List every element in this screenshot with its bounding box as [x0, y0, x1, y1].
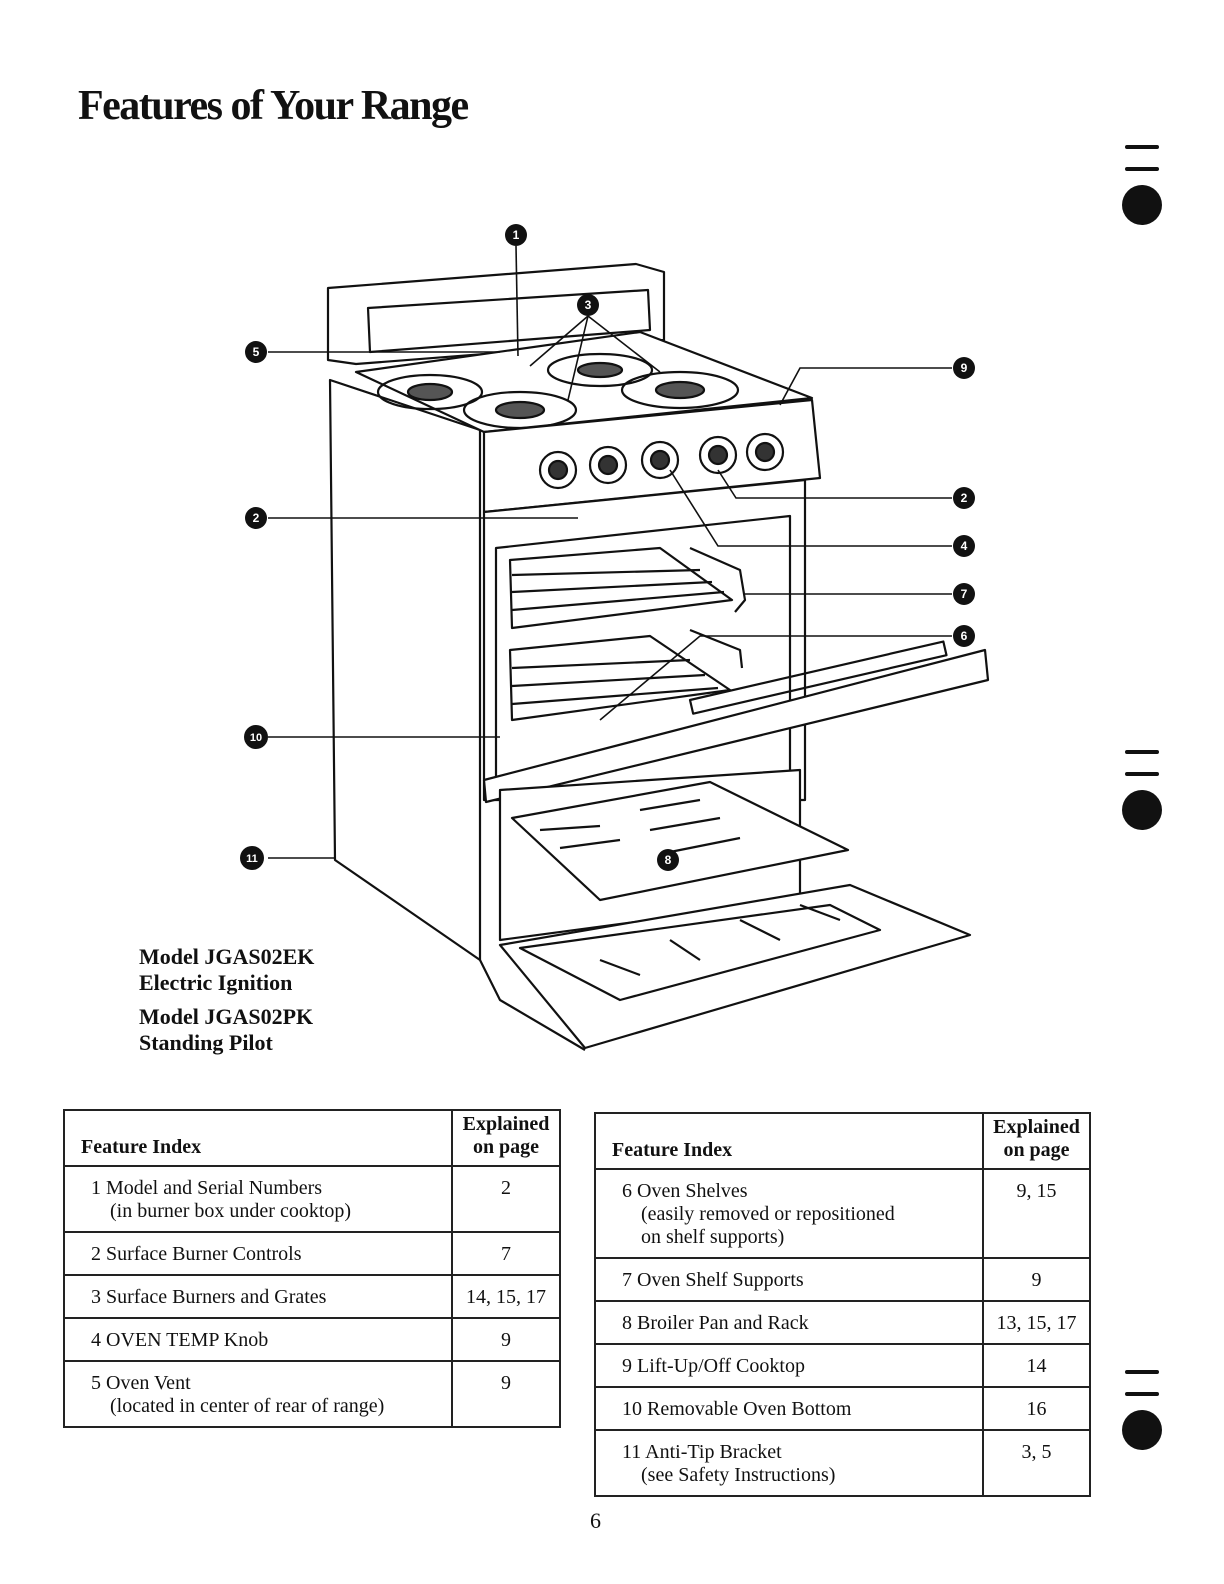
table-row: 6 Oven Shelves(easily removed or reposit… [594, 1168, 1091, 1259]
binder-hole-middle [1122, 750, 1162, 830]
svg-text:2: 2 [253, 511, 260, 525]
table-row: 3 Surface Burners and Grates 14, 15, 17 [63, 1274, 561, 1319]
callout-8: 8 [657, 849, 679, 871]
svg-text:7: 7 [961, 587, 968, 601]
callout-2-left: 2 [245, 507, 267, 529]
callout-2-right: 2 [953, 487, 975, 509]
svg-text:10: 10 [250, 732, 262, 744]
header-feature-index: Feature Index [594, 1112, 984, 1170]
range-diagram: 1 3 5 9 2 2 4 7 6 10 8 11 [240, 224, 990, 1051]
callout-10: 10 [244, 725, 268, 749]
table-header-row: Feature Index Explained on page [594, 1112, 1091, 1170]
svg-text:8: 8 [665, 853, 672, 867]
model-2-type: Standing Pilot [139, 1030, 273, 1055]
svg-text:4: 4 [961, 539, 968, 553]
binder-hole-top [1122, 145, 1162, 225]
table-row: 10 Removable Oven Bottom 16 [594, 1386, 1091, 1431]
table-row: 11 Anti-Tip Bracket(see Safety Instructi… [594, 1429, 1091, 1497]
feature-index-table-right: Feature Index Explained on page 6 Oven S… [594, 1112, 1091, 1497]
table-row: 4 OVEN TEMP Knob 9 [63, 1317, 561, 1362]
table-row: 2 Surface Burner Controls 7 [63, 1231, 561, 1276]
table-row: 8 Broiler Pan and Rack 13, 15, 17 [594, 1300, 1091, 1345]
callout-6: 6 [953, 625, 975, 647]
callout-7: 7 [953, 583, 975, 605]
callout-9: 9 [953, 357, 975, 379]
callout-3: 3 [577, 294, 599, 316]
page-title: Features of Your Range [78, 83, 469, 129]
binder-hole-bottom [1122, 1370, 1162, 1450]
svg-text:9: 9 [961, 361, 968, 375]
table-row: 1 Model and Serial Numbers(in burner box… [63, 1165, 561, 1233]
table-row: 9 Lift-Up/Off Cooktop 14 [594, 1343, 1091, 1388]
range-body [326, 262, 990, 1051]
model-info: Model JGAS02EK Electric Ignition Model J… [139, 944, 314, 1056]
callout-leaders [268, 245, 952, 859]
callout-4: 4 [953, 535, 975, 557]
table-row: 7 Oven Shelf Supports 9 [594, 1257, 1091, 1302]
page-number: 6 [590, 1508, 601, 1533]
feature-index-table-left: Feature Index Explained on page 1 Model … [63, 1109, 561, 1428]
callout-11: 11 [240, 846, 264, 870]
svg-text:6: 6 [961, 629, 968, 643]
table-row: 5 Oven Vent(located in center of rear of… [63, 1360, 561, 1428]
model-1-type: Electric Ignition [139, 970, 293, 995]
header-explained-on-page: Explained on page [451, 1109, 561, 1167]
svg-text:3: 3 [585, 298, 592, 312]
callout-markers: 1 3 5 9 2 2 4 7 6 10 8 11 [240, 224, 975, 871]
model-2-name: Model JGAS02PK [139, 1004, 314, 1029]
header-feature-index: Feature Index [63, 1109, 453, 1167]
header-explained-on-page: Explained on page [982, 1112, 1091, 1170]
model-1-name: Model JGAS02EK [139, 944, 315, 969]
svg-text:11: 11 [246, 853, 258, 865]
svg-text:5: 5 [253, 345, 260, 359]
svg-text:1: 1 [513, 228, 520, 242]
svg-text:2: 2 [961, 491, 968, 505]
callout-5: 5 [245, 341, 267, 363]
callout-1: 1 [505, 224, 527, 246]
table-header-row: Feature Index Explained on page [63, 1109, 561, 1167]
range-illustration: 1 3 5 9 2 2 4 7 6 10 8 11 [230, 215, 1000, 1065]
